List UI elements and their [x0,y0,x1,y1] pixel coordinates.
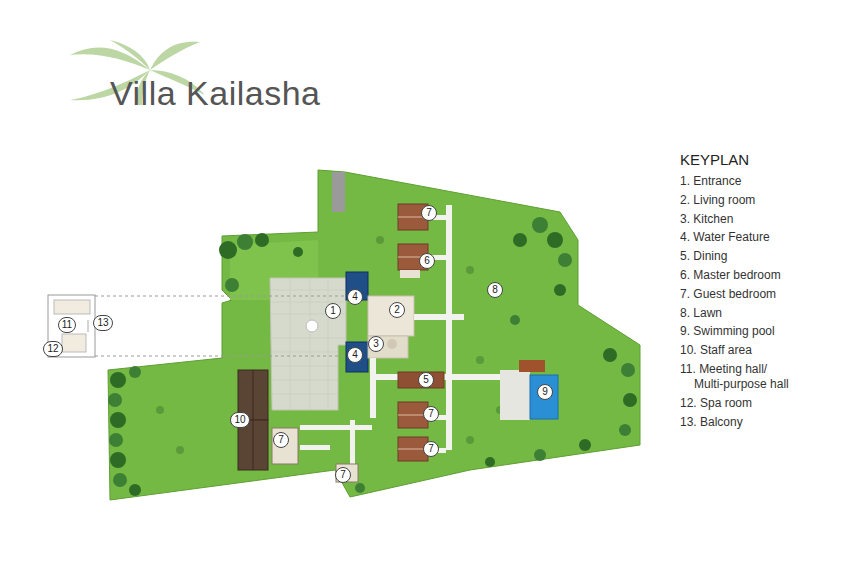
keyplan-item: 7. Guest bedroom [680,287,794,302]
keyplan-item: 8. Lawn [680,306,794,321]
callout-number: 7 [273,432,289,448]
callout-number: 5 [418,372,434,388]
callout-number: 7 [423,441,439,457]
keyplan-item: 10. Staff area [680,343,794,358]
callout-number: 2 [389,302,405,318]
site-title: Villa Kailasha [110,74,321,113]
keyplan-heading: KEYPLAN [680,151,749,168]
callout-number: 10 [230,412,249,428]
callout-number: 8 [487,282,503,298]
dining-roof [398,372,444,388]
callout-number: 13 [93,315,112,331]
callout-number: 1 [325,303,341,319]
keyplan-item: 2. Living room [680,193,794,208]
keyplan-item: 11. Meeting hall/ Multi-purpose hall [680,362,794,392]
callout-number: 7 [335,467,351,483]
keyplan-item: 3. Kitchen [680,212,794,227]
lawn [108,170,640,500]
callout-number: 3 [368,336,384,352]
pool-pavilion [519,360,545,372]
swimming-pool [530,375,558,419]
callout-number: 4 [347,289,363,305]
kitchen-floor [368,336,408,358]
keyplan-item: 9. Swimming pool [680,324,794,339]
paving [270,278,346,410]
meeting-hall-plan [48,295,355,357]
callout-number: 4 [347,347,363,363]
keyplan-item: 1. Entrance [680,174,794,189]
callout-number: 7 [423,406,439,422]
callout-number: 7 [421,205,437,221]
keyplan-item: 12. Spa room [680,396,794,411]
keyplan-item: 4. Water Feature [680,230,794,245]
table [387,339,397,349]
paths [300,205,530,465]
keyplan-item: 5. Dining [680,249,794,264]
plaza [270,278,346,410]
bedrooms [272,204,428,482]
keyplan-item: 6. Master bedroom [680,268,794,283]
callout-number: 12 [43,341,62,357]
keyplan-item: 13. Balcony [680,415,794,430]
water-feature [346,342,368,372]
plaza-feature [306,320,318,332]
callout-number: 9 [537,384,553,400]
driveway [332,172,345,212]
callout-number: 11 [58,317,76,333]
living-room-floor [368,296,414,336]
callout-number: 6 [419,253,435,269]
